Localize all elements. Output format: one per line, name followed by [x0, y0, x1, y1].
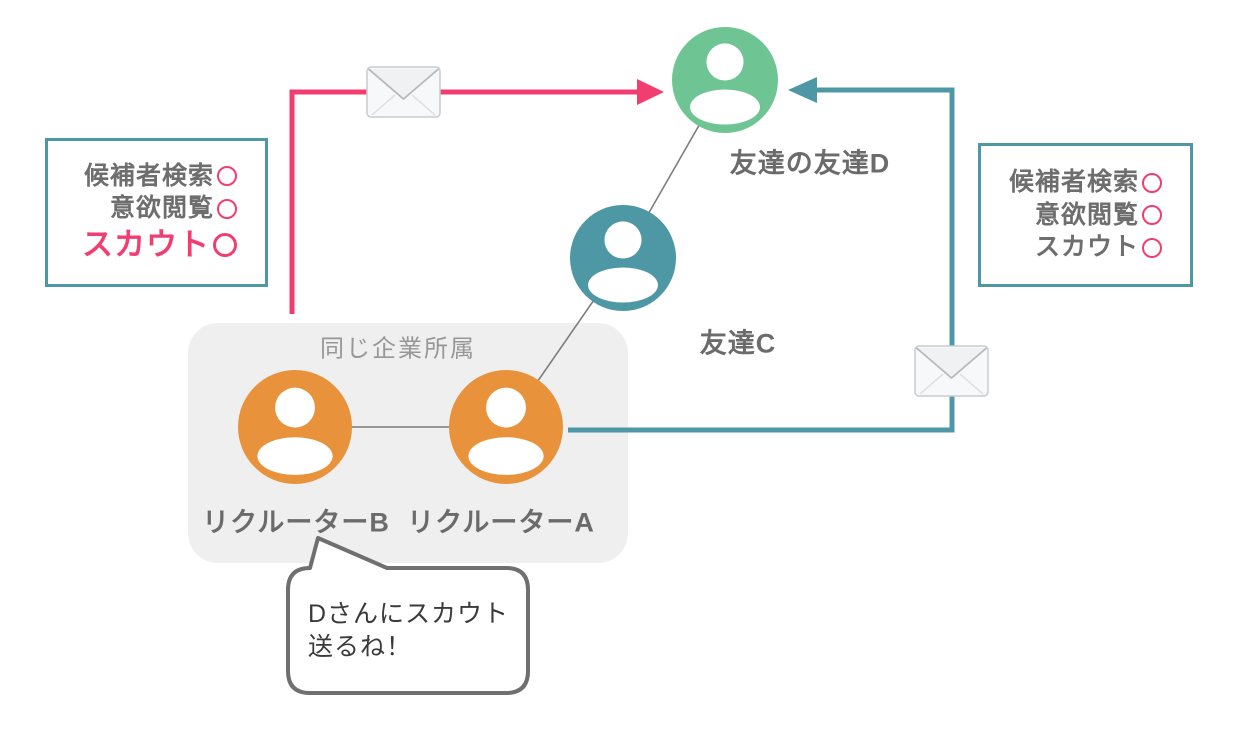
- capability-panel-left: 候補者検索 意欲閲覧 スカウト: [45, 138, 268, 287]
- node-friend-c: [570, 205, 676, 311]
- capability-text: スカウト: [1034, 233, 1139, 262]
- open-circle-icon: [213, 232, 237, 257]
- pink-scout-arrow: [289, 89, 638, 314]
- capability-text: 意欲閲覧: [109, 194, 214, 223]
- speech-bubble-line1: Dさんにスカウト: [308, 600, 510, 628]
- capability-text: 候補者検索: [1008, 168, 1139, 197]
- capability-text: 候補者検索: [83, 161, 214, 190]
- node-recruiter-b: [238, 370, 352, 484]
- label-friend-d: 友達の友達D: [729, 148, 891, 179]
- pink-arrowhead-icon: [637, 79, 664, 105]
- same-company-label: 同じ企業所属: [320, 335, 476, 363]
- teal-arrowhead-icon: [788, 77, 817, 103]
- person-icon: [238, 370, 352, 484]
- capability-row: スカウト: [1035, 231, 1162, 264]
- label-recruiter-b: リクルーターB: [202, 507, 390, 538]
- person-icon: [672, 27, 778, 133]
- label-recruiter-a: リクルーターA: [407, 507, 595, 538]
- open-circle-icon: [1142, 172, 1162, 193]
- teal-scout-arrow: [568, 87, 955, 433]
- open-circle-icon: [1142, 237, 1162, 258]
- person-icon: [570, 205, 676, 311]
- speech-bubble-text: Dさんにスカウト 送るね！: [308, 598, 509, 664]
- node-recruiter-a: [449, 370, 563, 484]
- speech-bubble-line2: 送るね！: [308, 633, 413, 661]
- person-icon: [449, 370, 563, 484]
- capability-panel-right: 候補者検索 意欲閲覧 スカウト: [978, 143, 1193, 287]
- speech-bubble-shape: [286, 536, 530, 695]
- capability-row: 意欲閲覧: [110, 192, 237, 225]
- capability-text: スカウト: [82, 226, 210, 262]
- capability-row: 候補者検索: [1009, 166, 1162, 199]
- open-circle-icon: [217, 198, 237, 219]
- node-friend-d: [672, 27, 778, 133]
- capability-row: 意欲閲覧: [1035, 199, 1162, 232]
- capability-row: 候補者検索: [84, 160, 237, 193]
- open-circle-icon: [217, 166, 237, 187]
- capability-text: 意欲閲覧: [1034, 200, 1139, 229]
- label-friend-c: 友達C: [699, 328, 777, 359]
- capability-row-scout-highlighted: スカウト: [82, 225, 237, 265]
- open-circle-icon: [1142, 205, 1162, 225]
